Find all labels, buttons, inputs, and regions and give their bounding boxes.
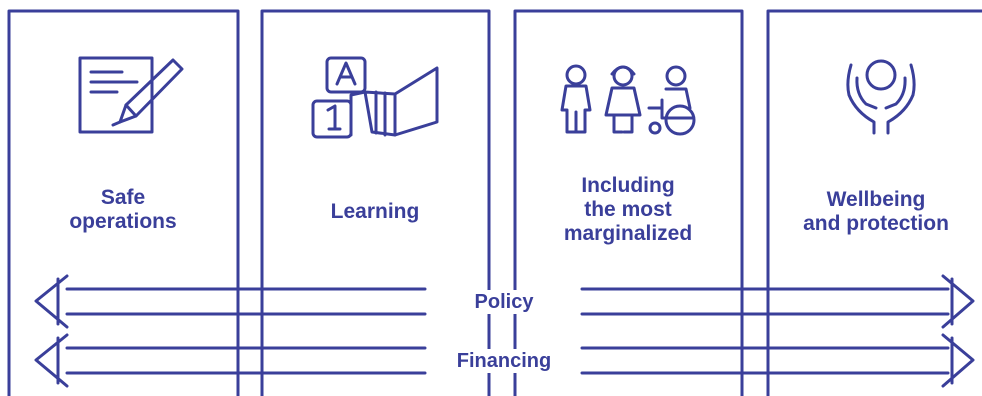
pillar-box-wellbeing [766,9,982,396]
hands-holding-person-icon [846,59,916,135]
pillar-box-safe-operations [7,9,240,396]
pillar-label-including-marginalized: Including the most marginalized [563,174,693,245]
pillar-label-learning: Learning [330,200,420,223]
pillar-label-safe-operations: Safe operations [69,186,177,233]
band-label-policy: Policy [440,290,568,314]
pillar-box-including-marginalized [513,9,744,396]
financing-arrow [34,333,975,388]
pillar-box-learning [260,9,491,396]
pillar-label-wellbeing-protection: Wellbeing and protection [803,188,949,235]
blocks-and-book-icon [311,56,439,139]
policy-arrow [34,274,975,329]
diverse-people-icon [560,64,696,136]
pen-on-paper-icon [78,56,184,134]
band-label-financing: Financing [440,349,568,373]
